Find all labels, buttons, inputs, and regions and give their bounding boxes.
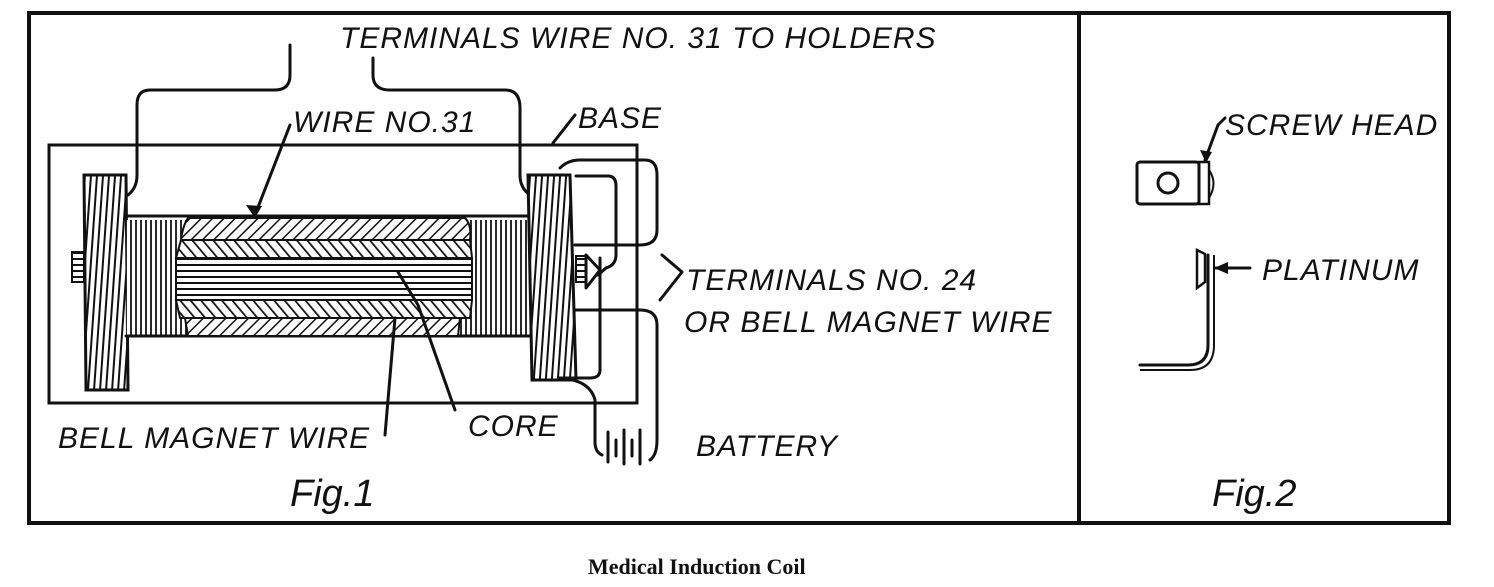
left-flange [82,173,130,392]
screw-head-arrow [1203,116,1227,162]
contact-bracket [558,256,602,380]
label-core: CORE [468,410,559,443]
coil-primary [175,257,473,301]
wire-no31-arrow [253,123,292,217]
figure1-title: Fig.1 [290,473,374,515]
label-terminals-wire31: TERMINALS WIRE NO. 31 TO HOLDERS [340,22,937,55]
label-wire-no31: WIRE NO.31 [293,106,476,139]
coil-outer-bottom [183,317,462,337]
label-platinum: PLATINUM [1262,254,1419,287]
interrupter-spring [574,174,618,277]
figure2-frame [1077,11,1451,525]
bell-wire-leader [383,316,397,437]
platinum-contact-spring [1138,247,1215,371]
figure2-title: Fig.2 [1212,473,1296,515]
core-leader [396,270,457,412]
terminal-wire-left [126,43,292,197]
base-board [47,143,639,405]
label-terminals-no24: TERMINALS NO. 24 [686,264,977,297]
label-base: BASE [578,102,662,135]
terminal-wire-right [371,56,532,197]
wire-right-lower [573,308,659,462]
terminals-no24-arrows [658,253,684,302]
label-bell-magnet-wire: BELL MAGNET WIRE [58,422,370,455]
base-arrow [551,113,577,145]
label-bell-magnet-wire-alt: OR BELL MAGNET WIRE [684,306,1053,339]
coil-secondary-top [174,239,474,259]
wire-to-battery [558,376,604,457]
coil-secondary-bottom [174,299,474,319]
battery-icon [606,428,642,466]
right-flange [526,173,578,382]
screw-holder [1135,160,1215,206]
wire-right-loop [558,158,659,247]
caption: Medical Induction Coil [588,554,806,579]
coil-outer-top [179,217,472,241]
left-nut [71,251,85,283]
label-screw-head: SCREW HEAD [1225,109,1438,142]
label-battery: BATTERY [696,430,839,463]
